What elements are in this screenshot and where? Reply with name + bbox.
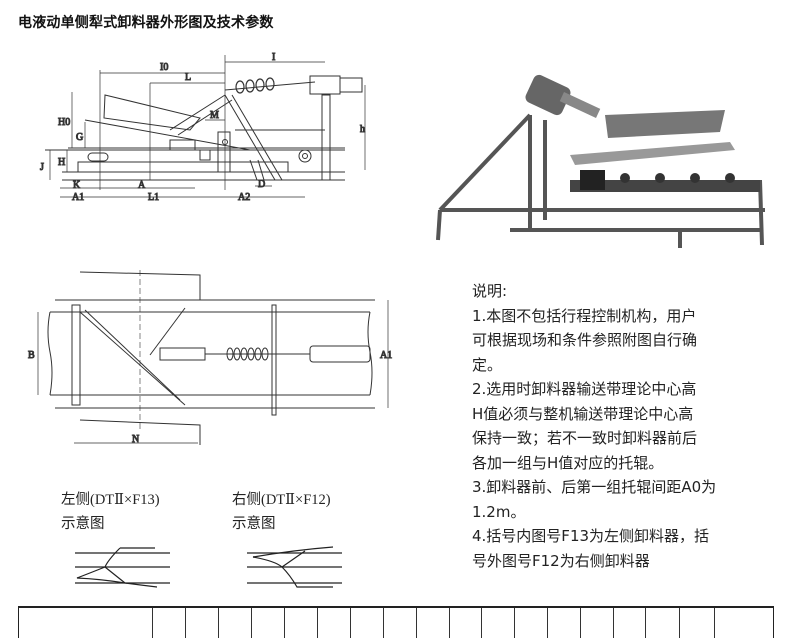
note-line: H值必须与整机输送带理论中心高 bbox=[472, 404, 694, 423]
note-line: 4.括号内图号F13为左侧卸料器，括 bbox=[472, 527, 710, 545]
notes-section: 说明: 1.本图不包括行程控制机构，用户 可根据现场和条件参照附图自行确 定。 … bbox=[472, 279, 782, 573]
dim-label-a2: A2 bbox=[238, 192, 250, 203]
note-line: 1.本图不包括行程控制机构，用户 bbox=[472, 306, 697, 325]
left-schematic bbox=[75, 547, 170, 588]
note-line: 1.2m。 bbox=[472, 502, 526, 521]
dim-label-i0: I0 bbox=[160, 62, 168, 73]
note-line: 2.选用时卸料器输送带理论中心高 bbox=[472, 380, 697, 398]
device-photo bbox=[436, 74, 765, 248]
dim-label-h: H bbox=[58, 157, 65, 168]
plan-drawing: B A1 N bbox=[28, 270, 393, 446]
elevation-drawing: I0 L I H0 G H J K A A1 L1 A2 M D h bbox=[40, 52, 366, 204]
dim-label-j: J bbox=[40, 162, 44, 173]
note-line: 可根据现场和条件参照附图自行确 bbox=[472, 331, 698, 349]
left-schematic-subtitle: 示意图 bbox=[61, 516, 105, 532]
right-schematic-subtitle: 示意图 bbox=[232, 516, 276, 532]
dim-label-n: N bbox=[132, 434, 139, 445]
page-title: 电液动单侧犁式卸料器外形图及技术参数 bbox=[18, 15, 274, 31]
dim-label-l: L bbox=[185, 72, 191, 83]
note-line: 定。 bbox=[472, 355, 503, 374]
dim-label-k: K bbox=[73, 180, 81, 191]
notes-heading: 说明: bbox=[472, 282, 508, 300]
dim-label-l1: L1 bbox=[148, 192, 159, 203]
dim-label-plan-a1: A1 bbox=[380, 350, 392, 361]
dim-label-g: G bbox=[76, 132, 83, 143]
left-schematic-caption: 左侧(DTⅡ×F13) 示意图 bbox=[61, 488, 160, 536]
dim-label-i: I bbox=[272, 52, 275, 63]
left-schematic-title: 左侧(DTⅡ×F13) bbox=[61, 492, 160, 508]
note-line: 保持一致；若不一致时卸料器前后 bbox=[472, 429, 698, 447]
dim-label-a: A bbox=[138, 180, 146, 191]
note-line: 号外图号F12为右侧卸料器 bbox=[472, 551, 650, 570]
dim-label-b: B bbox=[28, 350, 35, 361]
right-schematic bbox=[247, 546, 342, 588]
right-schematic-caption: 右侧(DTⅡ×F12) 示意图 bbox=[232, 488, 331, 536]
dim-label-a1: A1 bbox=[72, 192, 84, 203]
note-line: 3.卸料器前、后第一组托辊间距A0为 bbox=[472, 478, 717, 496]
dim-label-m: M bbox=[210, 110, 219, 121]
right-schematic-title: 右侧(DTⅡ×F12) bbox=[232, 492, 331, 508]
note-line: 各加一组与H值对应的托辊。 bbox=[472, 453, 664, 472]
dim-label-h0: H0 bbox=[58, 117, 70, 128]
dim-label-h-lower: h bbox=[360, 124, 365, 135]
parameter-table-top bbox=[18, 606, 774, 638]
dim-label-d: D bbox=[258, 179, 265, 190]
